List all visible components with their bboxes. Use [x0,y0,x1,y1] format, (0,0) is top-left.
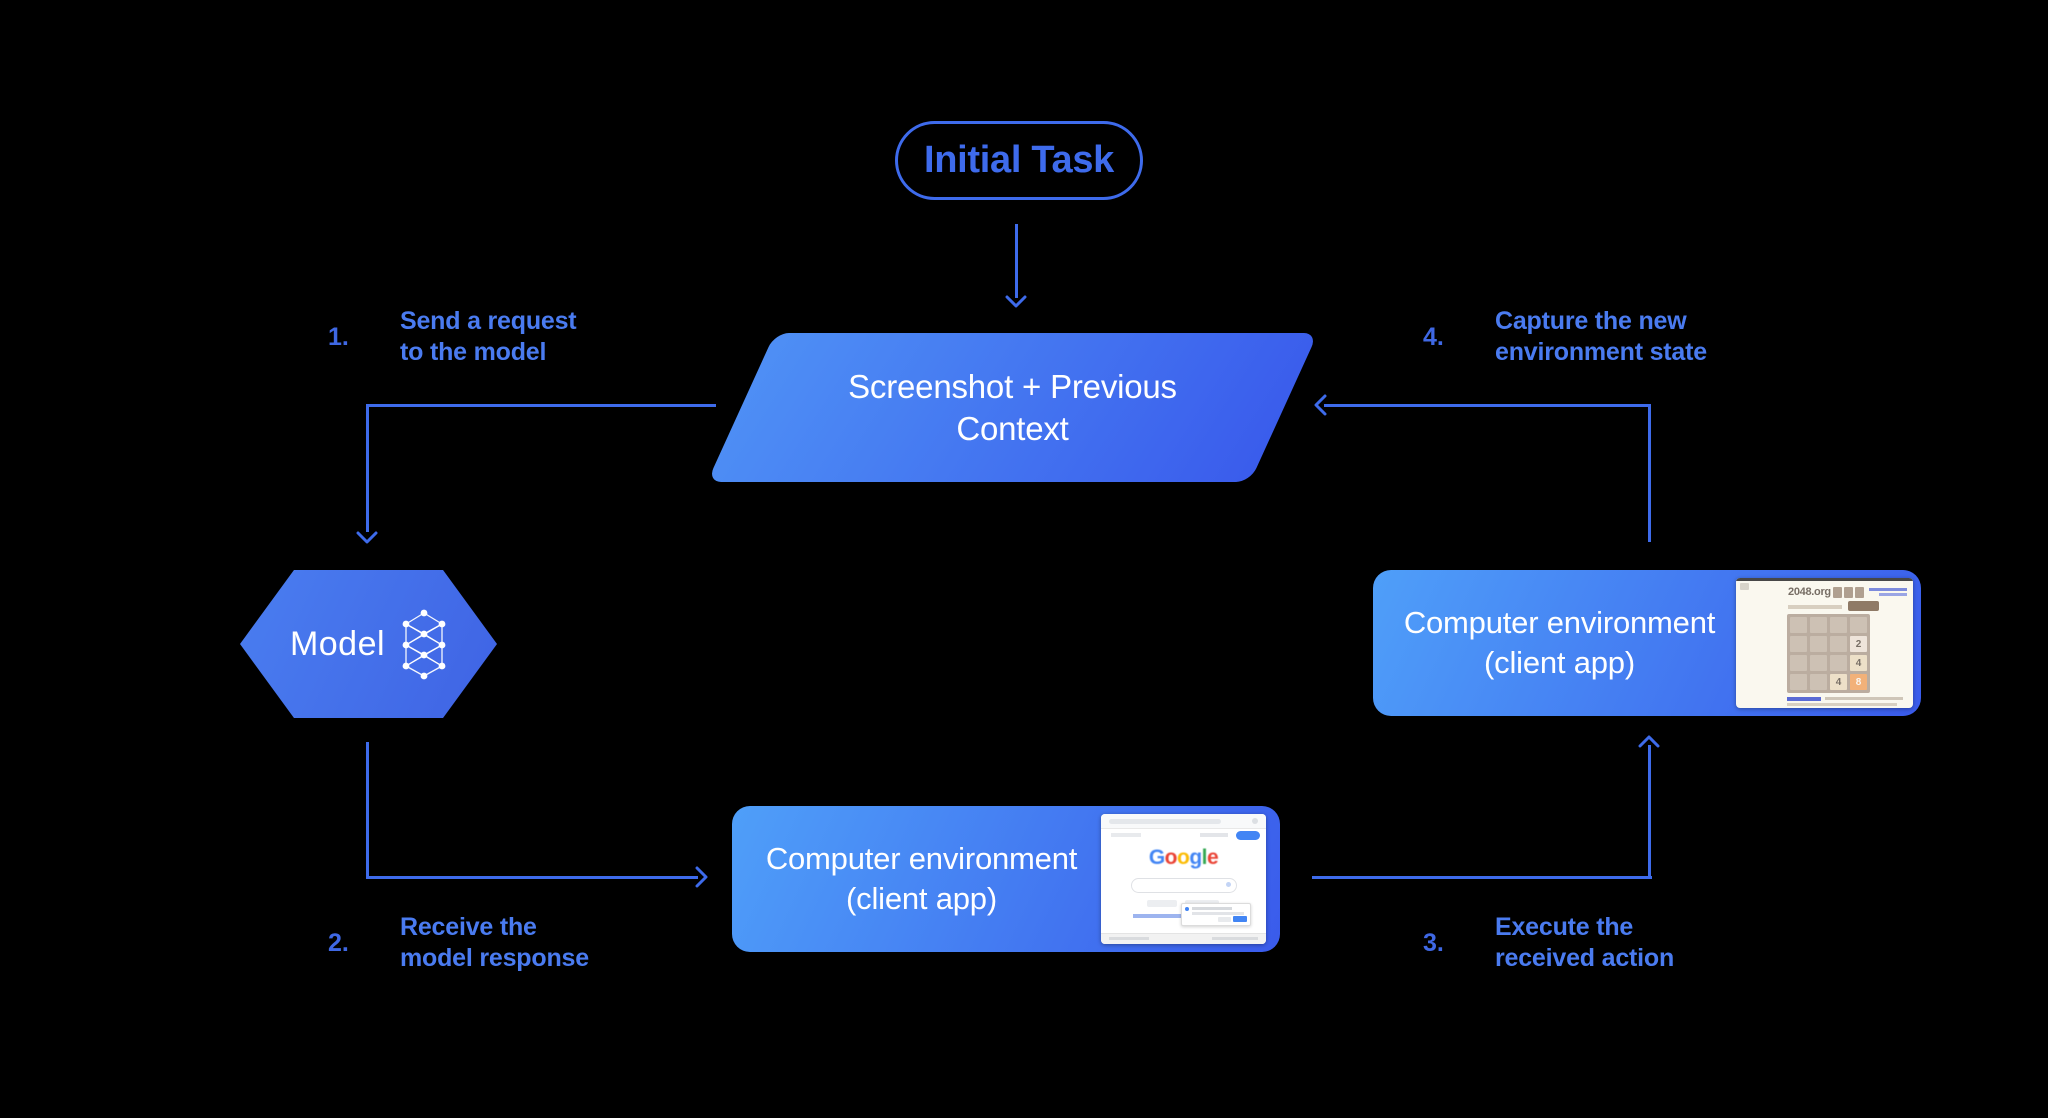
line-segment [1324,404,1651,407]
dialog-text [1192,907,1232,910]
line-segment [366,742,369,878]
step-text-line2: model response [400,944,589,972]
search-button [1147,900,1177,907]
step-number: 3. [1423,928,1444,957]
arrowhead-down-icon [356,531,378,544]
grid-cell [1790,674,1807,690]
grid-cell [1810,636,1827,652]
search-bar [1131,878,1237,893]
dialog-secondary-button [1218,917,1231,922]
footer-links [1212,937,1258,940]
grid-cell [1830,655,1847,671]
grid-cell [1810,617,1827,633]
line-segment [368,404,716,407]
window-dot [1252,818,1258,824]
browser-edge [1736,578,1913,581]
grid-cell [1850,617,1867,633]
env-node-right: Computer environment (client app) 2048.o… [1373,570,1921,716]
step-text-line1: Send a request [400,307,577,335]
address-bar [1109,819,1221,824]
context-node-label-line1: Screenshot + Previous [848,367,1177,405]
line-segment [1312,876,1652,879]
footer-links [1109,937,1149,940]
step-text-line1: Capture the new [1495,307,1687,335]
tile: 4 [1850,655,1867,671]
grid-cell [1790,636,1807,652]
line-segment [366,876,698,879]
dialog-primary-button [1233,916,1247,922]
grid-cell [1810,655,1827,671]
new-game-button [1848,601,1879,611]
line-segment [1648,406,1651,542]
step-number: 2. [328,928,349,957]
site-title: 2048.org [1788,586,1831,598]
tile: 8 [1850,674,1867,690]
arrowhead-down-icon [1005,295,1027,308]
env-bottom-label-line2: (client app) [846,881,997,916]
grid-cell [1810,674,1827,690]
score-box [1844,587,1853,598]
step-text-line1: Execute the [1495,913,1634,941]
bottom-text-smudge [1787,703,1897,706]
grid-cell [1790,617,1807,633]
browser-chrome [1101,814,1266,829]
step-label-3: 3. Execute the received action [1423,912,1674,974]
score-box [1833,587,1842,598]
game-grid: 2 4 4 8 [1787,614,1870,693]
cookie-dialog [1181,903,1251,926]
mic-icon [1226,882,1231,887]
tile: 2 [1850,636,1867,652]
env-right-label-line2: (client app) [1484,645,1635,680]
step-text-line1: Receive the [400,913,537,941]
dialog-text [1192,912,1244,915]
page-footer [1101,933,1266,944]
context-node: Screenshot + Previous Context [707,333,1318,482]
step-text-line2: to the model [400,338,547,366]
bottom-link-smudge [1787,697,1821,701]
line-segment [366,404,369,532]
step-number: 4. [1423,322,1444,351]
tile: 4 [1830,674,1847,690]
env-node-bottom: Computer environment (client app) Google [732,806,1280,952]
env-right-label-line1: Computer environment [1403,605,1716,640]
google-thumbnail: Google [1101,814,1266,944]
model-label: Model [289,624,386,663]
grid-cell [1790,655,1807,671]
instructions-smudge [1788,605,1842,609]
gmail-link-smudge [1111,833,1141,837]
dialog-icon [1185,907,1189,911]
step-number: 1. [328,322,349,351]
game-2048-thumbnail: 2048.org 2 4 [1736,578,1913,708]
google-logo: Google [1148,846,1219,869]
images-link-smudge [1200,833,1228,837]
step-label-2: 2. Receive the model response [328,912,589,974]
bottom-text-smudge [1825,697,1903,700]
neural-network-icon [402,609,446,679]
step-text-line2: received action [1495,944,1675,972]
arrowhead-left-icon [1314,394,1327,416]
initial-task-node: Initial Task [895,121,1143,200]
offered-in-links [1133,914,1225,918]
line-segment [1648,745,1651,878]
grid-cell [1830,617,1847,633]
env-bottom-label-line1: Computer environment [765,841,1078,876]
sign-in-button [1236,831,1260,840]
top-link-smudge [1869,588,1907,591]
model-node: Model [240,570,497,718]
browser-tab [1740,583,1749,590]
step-label-4: 4. Capture the new environment state [1423,306,1707,368]
top-link-smudge [1879,593,1907,596]
arrowhead-right-icon [695,866,708,888]
step-text-line2: environment state [1495,338,1707,366]
score-box [1855,587,1864,598]
arrowhead-up-icon [1638,735,1660,748]
line-segment [1015,224,1018,298]
context-node-label-line2: Context [956,409,1069,447]
initial-task-label: Initial Task [924,139,1114,181]
grid-cell [1830,636,1847,652]
step-label-1: 1. Send a request to the model [328,306,577,368]
